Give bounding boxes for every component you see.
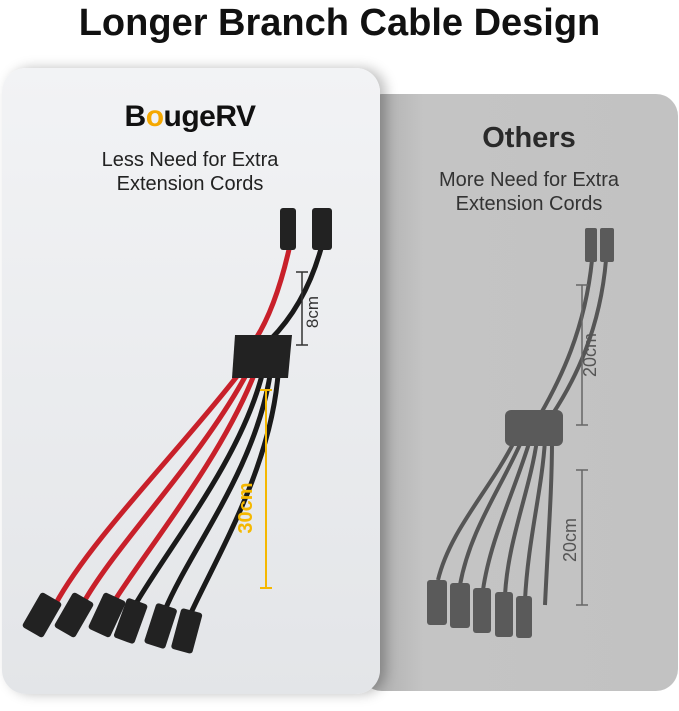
others-heading: Others [482, 122, 576, 154]
others-dimension-lines [576, 284, 588, 606]
bougerv-dim-top-line [296, 271, 308, 346]
others-dim-top: 20cm [580, 333, 600, 377]
bougerv-dim-top: 8cm [303, 296, 322, 328]
bougerv-cable [52, 244, 325, 617]
others-dim-branch: 20cm [560, 518, 580, 562]
bougerv-dim-branch: 30cm [235, 482, 257, 533]
brand-logo: BougeRV [124, 100, 256, 133]
page-title: Longer Branch Cable Design [78, 2, 601, 44]
others-cable [436, 259, 608, 606]
bougerv-dim-branch-line [260, 389, 272, 589]
others-connectors [427, 228, 614, 638]
bougerv-connectors [22, 208, 332, 654]
others-card [360, 94, 678, 691]
